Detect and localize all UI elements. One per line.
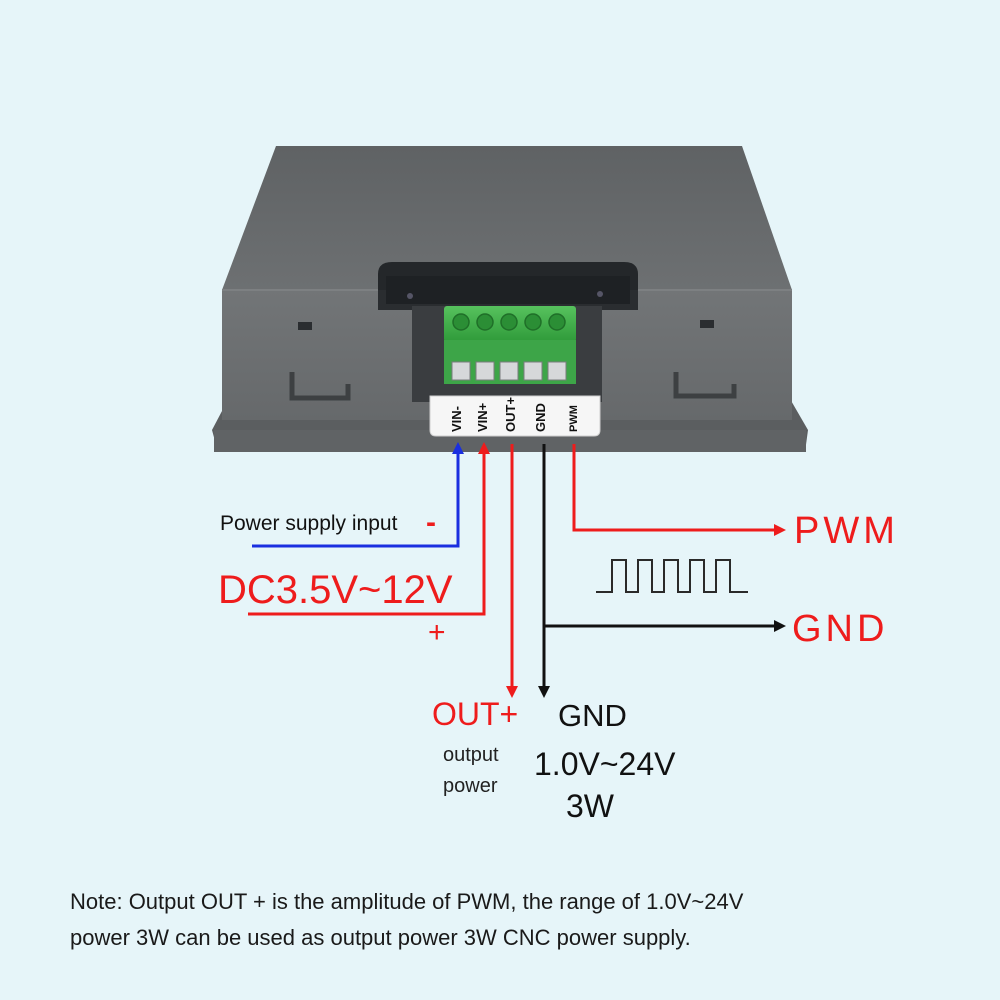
output-power-label-line1: output: [443, 744, 499, 766]
terminal-label-vin-plus: VIN+: [475, 402, 490, 432]
case-slot-right: [700, 320, 714, 328]
gnd-bottom-label: GND: [558, 698, 627, 733]
case-clip-right: [673, 372, 737, 399]
output-power-label-line2: power: [443, 775, 498, 797]
wire-vin-plus: [248, 442, 490, 616]
wire-vin-minus: [252, 442, 464, 548]
note-line-2: power 3W can be used as output power 3W …: [70, 925, 691, 950]
case-slot-left: [298, 322, 312, 330]
output-power-rating-label: 3W: [566, 788, 614, 824]
terminal-block: [444, 306, 576, 384]
terminal-label-out-plus: OUT+: [503, 397, 518, 432]
dc-input-range-label: DC3.5V~12V: [218, 568, 453, 612]
pwm-output-label: PWM: [794, 510, 899, 552]
case-clip-left: [289, 372, 351, 401]
terminal-clamps: [451, 361, 567, 381]
out-plus-label: OUT+: [432, 696, 519, 732]
terminal-label-pwm: PWM: [568, 405, 580, 432]
pwm-waveform: [596, 559, 748, 593]
vin-minus-sign: -: [426, 506, 436, 539]
output-voltage-range-label: 1.0V~24V: [534, 746, 676, 782]
terminal-screws: [452, 313, 566, 331]
terminal-label-vin-minus: VIN-: [449, 406, 464, 432]
terminal-label-strip: VIN- VIN+ OUT+ GND PWM: [429, 395, 601, 437]
power-supply-input-label: Power supply input: [220, 512, 398, 535]
terminal-label-gnd: GND: [533, 403, 548, 432]
wire-pwm: [572, 444, 786, 536]
vin-plus-sign: +: [428, 616, 446, 649]
gnd-right-label: GND: [792, 608, 889, 650]
note-line-1: Note: Output OUT + is the amplitude of P…: [70, 889, 744, 914]
case-top-face: [222, 146, 792, 290]
note-text: Note: Output OUT + is the amplitude of P…: [70, 884, 950, 956]
